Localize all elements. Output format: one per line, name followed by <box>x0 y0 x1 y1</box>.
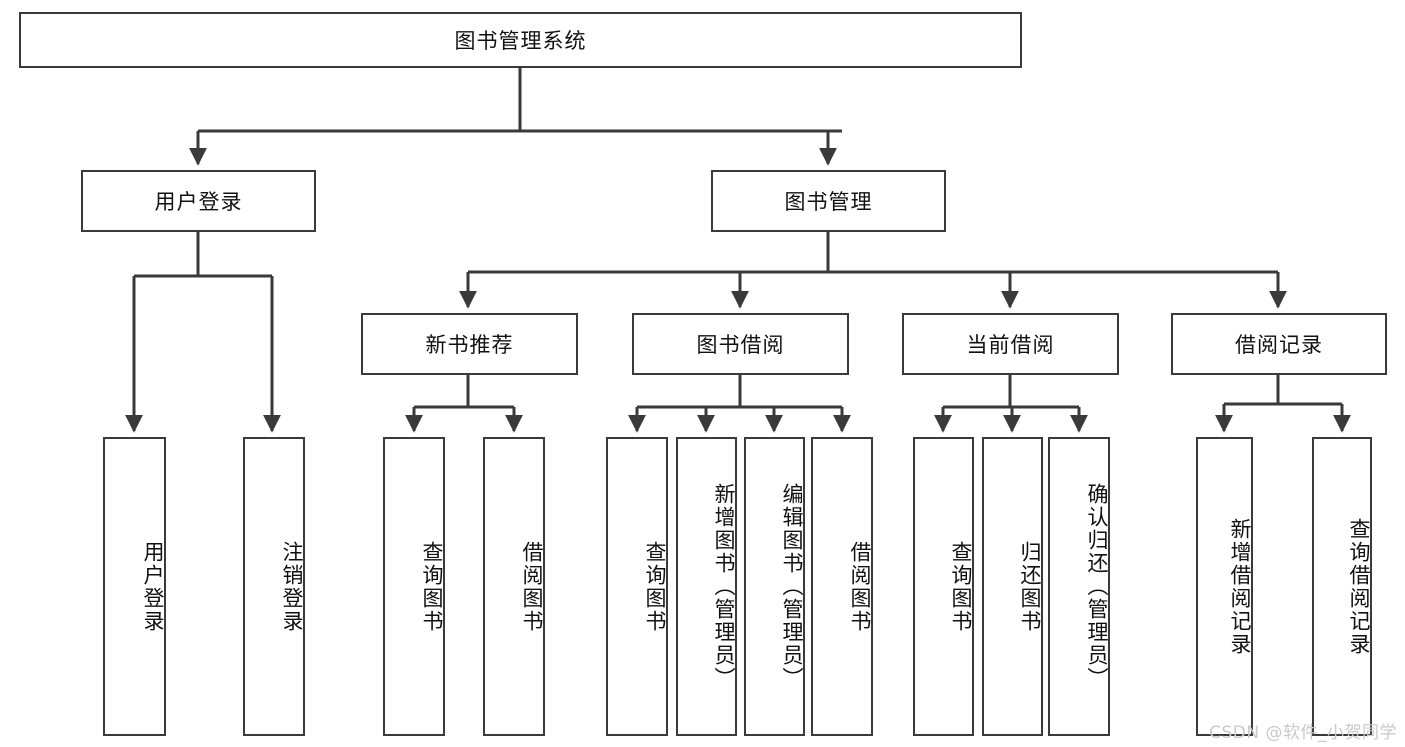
node-root-system[interactable]: 图书管理系统 <box>19 12 1022 68</box>
node-label: 注销登录 <box>280 540 304 633</box>
node-label: 图书管理 <box>784 190 873 214</box>
leaf-borrow-edit-book-admin[interactable]: 编辑图书（管理员） <box>744 437 805 736</box>
node-label: 查询借阅记录 <box>1347 517 1371 656</box>
node-label: 确认归还（管理员） <box>1085 483 1109 690</box>
node-label: 编辑图书（管理员） <box>780 483 804 690</box>
node-label: 查询图书 <box>420 540 444 633</box>
csdn-watermark: CSDN @软件_小贺同学 <box>1209 723 1397 743</box>
node-label: 图书管理系统 <box>454 29 587 53</box>
node-label: 归还图书 <box>1018 540 1042 633</box>
node-label: 用户登录 <box>154 190 243 214</box>
leaf-borrow-query-book[interactable]: 查询图书 <box>606 437 668 736</box>
leaf-user-login-logout[interactable]: 注销登录 <box>243 437 305 736</box>
node-label: 借阅图书 <box>520 540 544 633</box>
leaf-recommend-borrow-book[interactable]: 借阅图书 <box>483 437 545 736</box>
node-label: 图书借阅 <box>696 333 785 357</box>
leaf-borrow-add-book-admin[interactable]: 新增图书（管理员） <box>676 437 737 736</box>
node-current-borrow[interactable]: 当前借阅 <box>902 313 1119 375</box>
leaf-current-confirm-return-admin[interactable]: 确认归还（管理员） <box>1048 437 1110 736</box>
node-user-login[interactable]: 用户登录 <box>81 170 316 232</box>
node-new-book-recommend[interactable]: 新书推荐 <box>361 313 578 375</box>
leaf-record-query-record[interactable]: 查询借阅记录 <box>1312 437 1372 736</box>
leaf-recommend-query-book[interactable]: 查询图书 <box>383 437 445 736</box>
node-label: 新增借阅记录 <box>1228 517 1252 656</box>
node-book-management[interactable]: 图书管理 <box>711 170 946 232</box>
leaf-user-login-login[interactable]: 用户登录 <box>103 437 166 736</box>
node-label: 当前借阅 <box>966 333 1055 357</box>
node-label: 查询图书 <box>949 540 973 633</box>
leaf-current-query-book[interactable]: 查询图书 <box>913 437 974 736</box>
node-label: 查询图书 <box>643 540 667 633</box>
node-book-borrow[interactable]: 图书借阅 <box>632 313 849 375</box>
node-label: 新书推荐 <box>425 333 514 357</box>
node-borrow-record[interactable]: 借阅记录 <box>1171 313 1387 375</box>
node-label: 用户登录 <box>141 540 165 633</box>
leaf-record-add-record[interactable]: 新增借阅记录 <box>1196 437 1253 736</box>
leaf-borrow-borrow-book[interactable]: 借阅图书 <box>811 437 873 736</box>
leaf-current-return-book[interactable]: 归还图书 <box>982 437 1043 736</box>
node-label: 新增图书（管理员） <box>712 483 736 690</box>
node-label: 借阅图书 <box>848 540 872 633</box>
node-label: 借阅记录 <box>1235 333 1323 357</box>
